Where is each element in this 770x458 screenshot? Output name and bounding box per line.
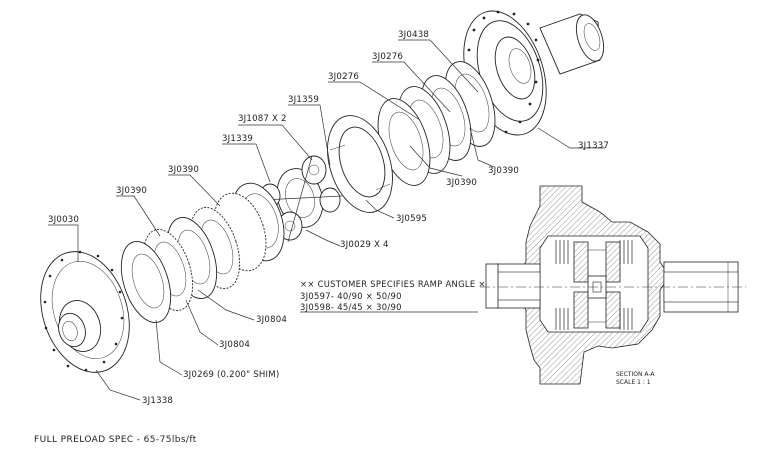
- case-half-left: [40, 250, 130, 373]
- section-scale: SCALE 1 : 1: [616, 379, 651, 386]
- label-3J0390-b: 3J0390: [116, 186, 147, 196]
- ramp-angle-option-2: 3J0598- 45/45 × 30/90: [300, 302, 402, 312]
- section-title: SECTION A-A: [616, 371, 655, 378]
- label-3J1359: 3J1359: [288, 95, 319, 105]
- label-3J0804-a: 3J0804: [256, 315, 287, 325]
- ramp-angle-note-title: ×× CUSTOMER SPECIFIES RAMP ANGLE ××: [300, 279, 493, 289]
- label-3J0269: 3J0269 (0.200" SHIM): [183, 370, 279, 380]
- label-3J0030: 3J0030: [48, 215, 79, 225]
- label-3J0276-lower: 3J0276: [328, 72, 359, 82]
- label-3J0438: 3J0438: [398, 30, 429, 40]
- ramp-angle-option-1: 3J0597- 40/90 × 50/90: [300, 291, 402, 301]
- label-3J1337: 3J1337: [578, 141, 609, 151]
- label-3J0804-b: 3J0804: [219, 340, 250, 350]
- label-3J1087: 3J1087 X 2: [238, 114, 287, 124]
- label-3J0390-d: 3J0390: [488, 166, 519, 176]
- label-3J0029: 3J0029 X 4: [340, 240, 389, 250]
- label-3J1338: 3J1338: [142, 396, 173, 406]
- section-view-a-a: [480, 185, 746, 385]
- preload-spec: FULL PRELOAD SPEC - 65-75lbs/ft: [34, 435, 197, 445]
- label-3J0390-a: 3J0390: [168, 165, 199, 175]
- pressure-ring-right: [327, 115, 393, 213]
- leader-lines: [48, 39, 605, 401]
- label-3J0390-c: 3J0390: [446, 178, 477, 188]
- label-3J0276-upper: 3J0276: [372, 52, 403, 62]
- label-3J1339: 3J1339: [222, 134, 253, 144]
- clutch-stack-left: [120, 207, 241, 323]
- label-3J0595: 3J0595: [396, 214, 427, 224]
